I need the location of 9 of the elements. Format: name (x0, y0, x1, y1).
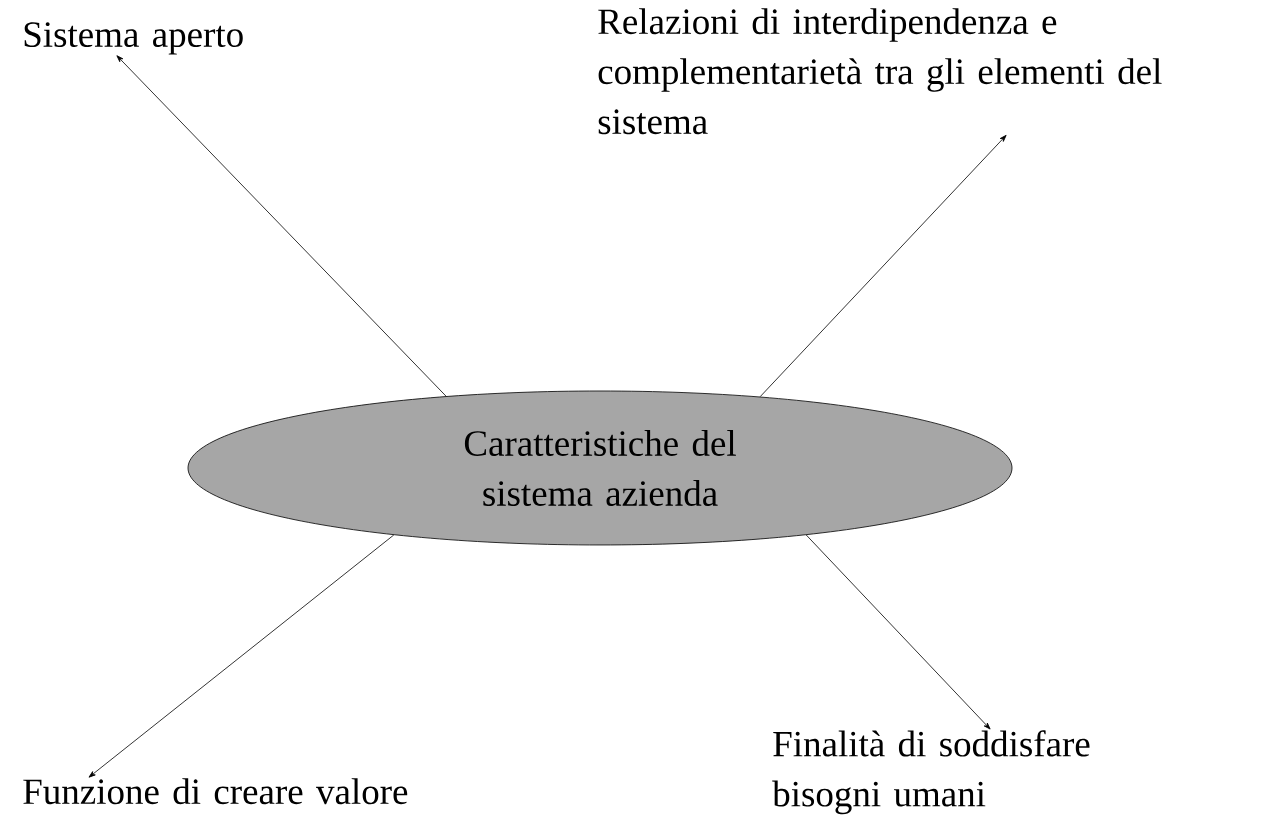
arrow (759, 134, 1007, 398)
text-label: Finalità di soddisfare bisogni umani (772, 730, 1090, 815)
text-label: Relazioni di interdipendenza e complementarietà tra gli elementi del sistema (598, 8, 1162, 135)
ellipse-node: Caratteristiche del sistema azienda (187, 390, 1013, 546)
text-label: Funzione di creare valore (23, 778, 408, 805)
arrow (88, 534, 395, 778)
arrow (116, 55, 447, 397)
text-label: Sistema aperto (24, 22, 243, 55)
arrow (805, 534, 991, 730)
